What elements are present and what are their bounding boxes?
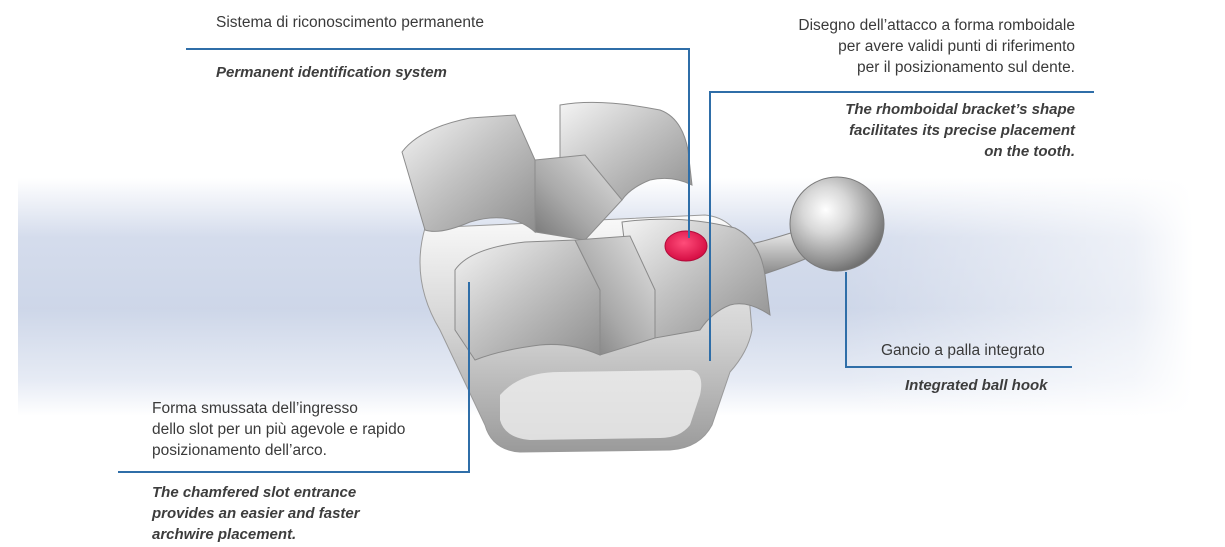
rhomboid-en-line-1: The rhomboidal bracket’s shape bbox=[845, 101, 1075, 118]
leader-rhomboid-vertical bbox=[709, 91, 711, 361]
leader-rhomboid-horizontal bbox=[709, 91, 1094, 93]
bracket-lower-left-wing bbox=[454, 239, 601, 361]
leader-permanent-id-horizontal bbox=[186, 48, 689, 50]
chamfered-it-line-3: posizionamento dell’arco. bbox=[152, 442, 327, 459]
chamfered-en-line-3: archwire placement. bbox=[152, 526, 297, 543]
rhomboid-en-line-2: facilitates its precise placement bbox=[849, 122, 1075, 139]
chamfered-en-line-1: The chamfered slot entrance bbox=[152, 484, 357, 501]
ball-hook-label-it: Gancio a palla integrato bbox=[881, 342, 1045, 359]
bracket-upper-left-wing bbox=[401, 114, 536, 234]
leader-chamfered-horizontal bbox=[118, 471, 470, 473]
chamfered-en-line-2: provides an easier and faster bbox=[152, 505, 360, 522]
chamfered-it-line-1: Forma smussata dell’ingresso bbox=[152, 400, 358, 417]
rhomboid-en-line-3: on the tooth. bbox=[984, 143, 1075, 160]
leader-permanent-id-vertical bbox=[688, 48, 690, 238]
ball-hook-label-en: Integrated ball hook bbox=[905, 377, 1048, 394]
ball-hook-ball bbox=[789, 176, 885, 272]
permanent-id-label-en: Permanent identification system bbox=[216, 64, 447, 81]
chamfered-label-en: The chamfered slot entrance provides an … bbox=[152, 482, 360, 545]
chamfered-it-line-2: dello slot per un più agevole e rapido bbox=[152, 421, 406, 438]
leader-chamfered-vertical bbox=[468, 282, 470, 473]
bracket-lower-right-wing bbox=[621, 218, 771, 339]
leader-ball-hook-vertical bbox=[845, 272, 847, 368]
rhomboid-it-line-1: Disegno dell’attacco a forma romboidale bbox=[798, 17, 1075, 34]
identification-dot bbox=[664, 230, 708, 262]
rhomboid-label-en: The rhomboidal bracket’s shape facilitat… bbox=[845, 99, 1075, 162]
rhomboid-it-line-2: per avere validi punti di riferimento bbox=[838, 38, 1075, 55]
rhomboid-label-it: Disegno dell’attacco a forma romboidale … bbox=[798, 15, 1075, 78]
permanent-id-label-it: Sistema di riconoscimento permanente bbox=[216, 14, 484, 31]
leader-ball-hook-horizontal bbox=[845, 366, 1072, 368]
chamfered-label-it: Forma smussata dell’ingresso dello slot … bbox=[152, 398, 405, 461]
rhomboid-it-line-3: per il posizionamento sul dente. bbox=[857, 59, 1075, 76]
